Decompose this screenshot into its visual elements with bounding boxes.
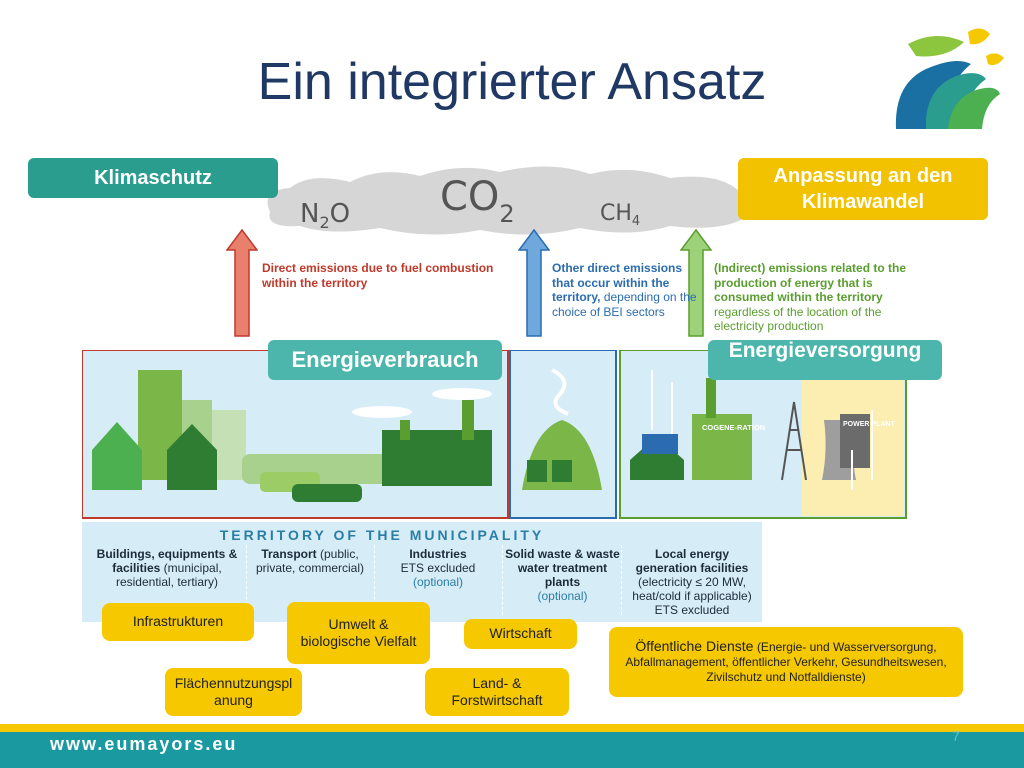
direct-emissions-text: Direct emissions due to fuel combustion …	[262, 261, 494, 290]
oeff-detail: (Energie- und Wasserversorgung, Abfallma…	[625, 640, 947, 684]
territory-column-buildings: Buildings, equipments & facilities (muni…	[92, 547, 242, 589]
ch4-label: CH4	[600, 201, 640, 229]
column-divider	[621, 545, 622, 615]
oeff-main: Öffentliche Dienste	[635, 638, 754, 654]
territory-column-waste: Solid waste & waste water treatment plan…	[505, 547, 620, 603]
column-normal: (electricity ≤ 20 MW, heat/cold if appli…	[632, 575, 752, 617]
blue-up-arrow-icon	[518, 228, 550, 337]
indirect-emissions-bold: (Indirect) emissions related to the prod…	[714, 261, 907, 304]
column-normal: (municipal, residential, tertiary)	[115, 561, 222, 589]
green-up-arrow-icon	[680, 228, 712, 337]
indirect-emissions-normal: regardless of the location of the electr…	[714, 304, 882, 334]
covenant-of-mayors-logo	[895, 28, 1004, 130]
red-up-arrow-icon	[226, 228, 258, 337]
column-bold: Transport	[261, 547, 317, 561]
other-emissions-text: Other direct emissions that occur within…	[552, 261, 702, 319]
anpassung-label: Anpassung an den Klimawandel	[738, 158, 988, 220]
klimaschutz-label: Klimaschutz	[28, 158, 278, 198]
footer-url: www.eumayors.eu	[50, 734, 238, 754]
municipality-illustration: COGENE-RATION POWER PLANT	[82, 350, 907, 519]
sector-umwelt: Umwelt & biologische Vielfalt	[287, 602, 430, 664]
sector-land-forstwirtschaft: Land- & Forstwirtschaft	[425, 668, 569, 716]
territory-title: TERRITORY OF THE MUNICIPALITY	[219, 527, 545, 543]
emissions-cloud: N2O CO2 CH4	[267, 166, 754, 235]
column-divider	[502, 545, 503, 615]
territory-column-industries: Industries ETS excluded (optional)	[378, 547, 498, 589]
column-optional: (optional)	[537, 589, 588, 603]
other-emissions-normal: depending on the choice of BEI sectors	[552, 290, 697, 319]
energieverbrauch-label: Energieverbrauch	[268, 340, 502, 380]
slide-title: Ein integrierter Ansatz	[257, 53, 767, 111]
footer-stripe-yellow	[0, 724, 1024, 732]
sector-flaechennutzungsplanung: Flächennutzungsplanung	[165, 668, 302, 716]
column-bold: Buildings, equipments & facilities	[96, 547, 238, 575]
cogeneration-label: COGENE-RATION	[702, 423, 765, 432]
column-divider	[246, 545, 247, 615]
column-bold: Industries	[409, 547, 467, 561]
column-normal: (public, private, commercial)	[255, 547, 365, 575]
column-optional: (optional)	[412, 575, 464, 589]
column-normal: ETS excluded	[400, 561, 476, 575]
column-bold: Local energy generation facilities	[635, 547, 749, 575]
energieversorgung-label: Energieversorgung	[708, 340, 942, 380]
sector-oeffentliche-dienste: Öffentliche Dienste (Energie- und Wasser…	[609, 627, 963, 697]
other-emissions-bold: Other direct emissions that occur within…	[552, 261, 683, 304]
territory-column-local-energy: Local energy generation facilities (elec…	[624, 547, 760, 617]
sector-wirtschaft: Wirtschaft	[464, 619, 577, 649]
power-plant-label: POWER PLANT	[843, 421, 895, 428]
co2-label: CO2	[440, 174, 515, 228]
sector-infrastrukturen: Infrastrukturen	[102, 603, 254, 641]
column-bold: Solid waste & waste water treatment plan…	[505, 547, 620, 589]
territory-column-transport: Transport (public, private, commercial)	[250, 547, 370, 575]
n2o-label: N2O	[300, 199, 350, 232]
footer-stripe-teal	[0, 732, 1024, 768]
column-divider	[374, 545, 375, 615]
page-number: 7	[952, 728, 960, 744]
indirect-emissions-text: (Indirect) emissions related to the prod…	[714, 261, 914, 334]
